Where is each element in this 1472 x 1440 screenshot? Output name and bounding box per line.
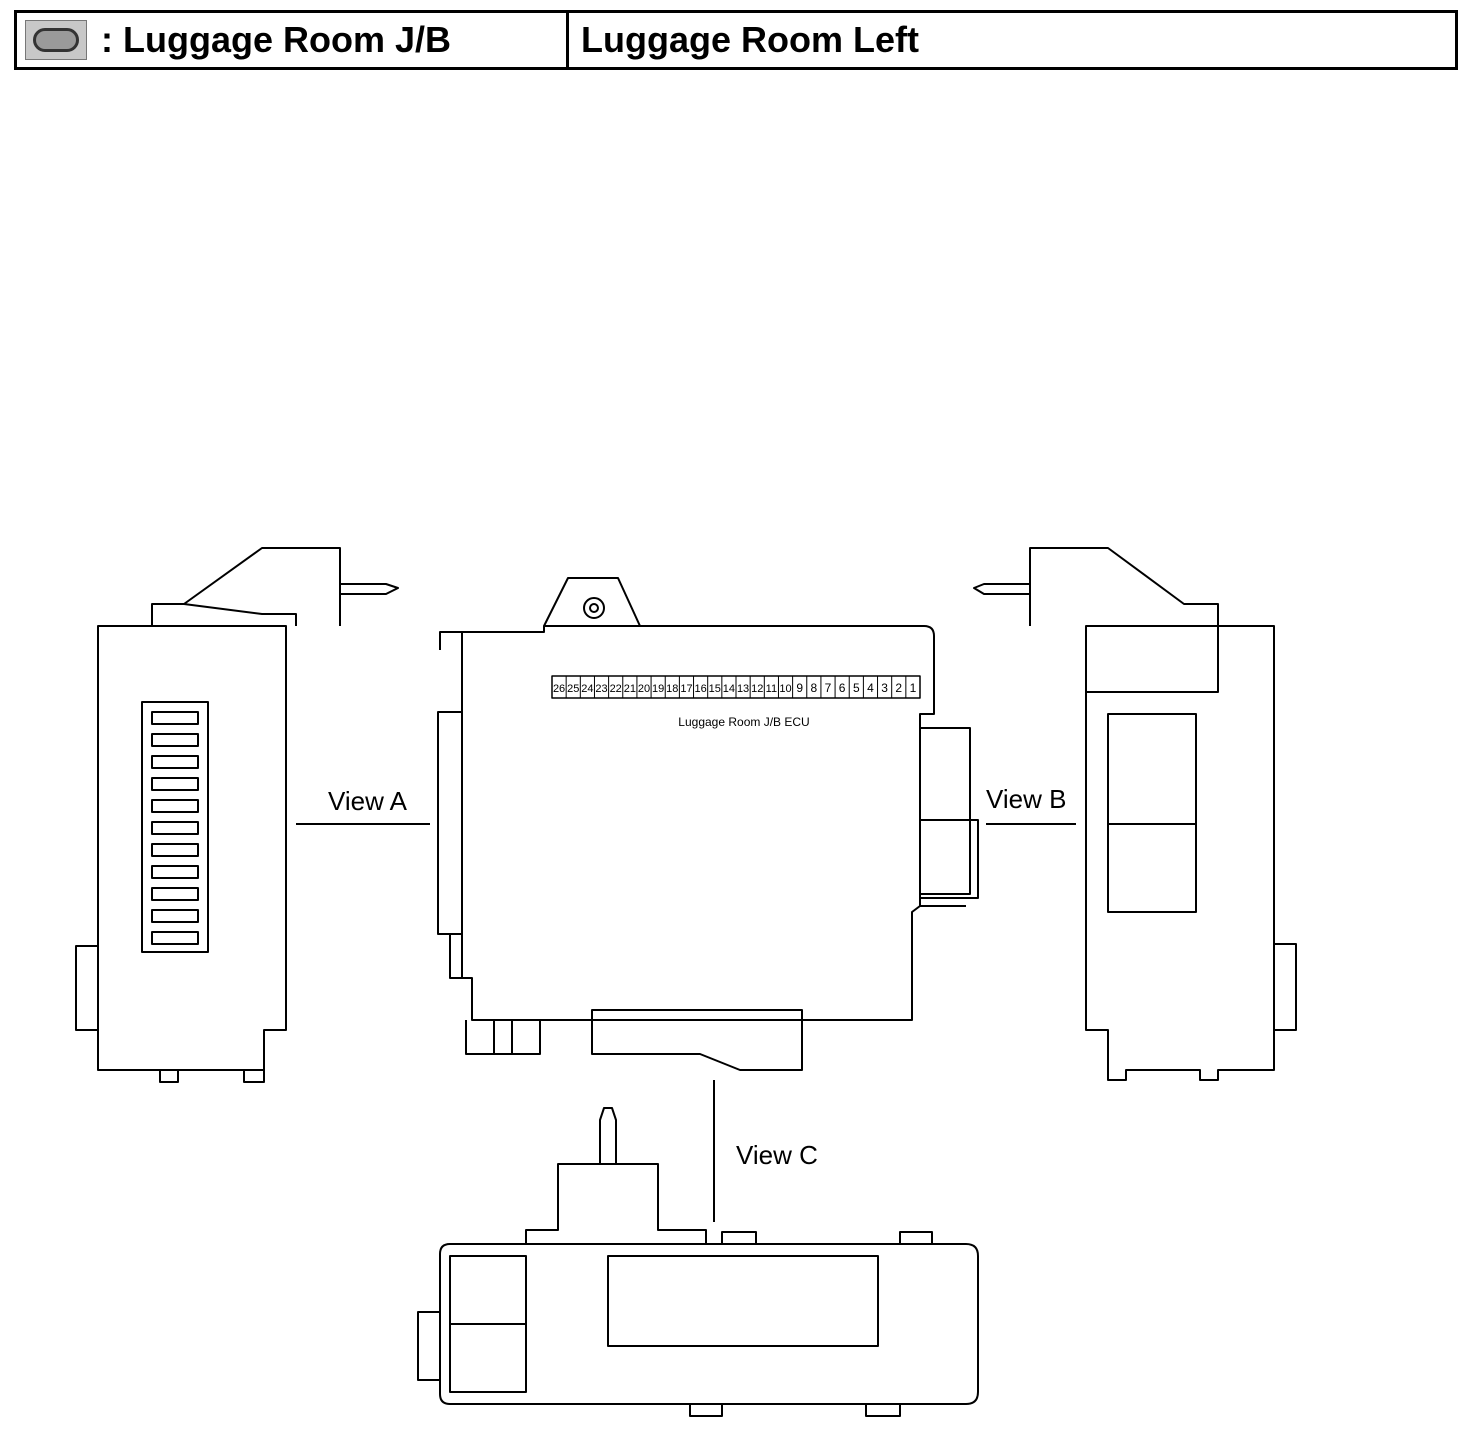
terminal-number: 23 [595,683,607,695]
terminal-number: 3 [881,681,888,695]
terminal-number: 9 [796,681,803,695]
component-cell: : Luggage Room J/B [17,13,569,67]
terminal-number: 14 [723,683,735,695]
terminal-number: 20 [638,683,650,695]
terminal-number: 11 [766,683,777,695]
diagram-header: : Luggage Room J/B Luggage Room Left [14,10,1458,70]
junction-block-icon [25,20,87,60]
view-c-label: View C [736,1140,818,1170]
terminal-number: 12 [751,683,763,695]
view-b-drawing [973,547,1297,1081]
terminal-number: 16 [694,683,706,695]
view-b-label: View B [986,784,1066,814]
view-a-drawing [75,547,399,1083]
terminal-number: 15 [709,683,721,695]
terminal-number: 10 [779,683,791,695]
ecu-label: Luggage Room J/B ECU [678,715,809,729]
terminal-number: 26 [553,683,565,695]
view-a-slots [151,711,199,945]
view-c-drawing [417,1107,979,1417]
terminal-number: 4 [867,681,874,695]
view-a-label: View A [328,786,408,816]
terminal-number: 8 [811,681,818,695]
terminal-number: 5 [853,681,860,695]
terminal-number: 13 [737,683,749,695]
terminal-number: 21 [624,683,636,695]
terminal-number: 17 [680,683,692,695]
component-label: : Luggage Room J/B [101,19,451,60]
location-label: Luggage Room Left [581,19,919,60]
terminal-number: 24 [581,683,593,695]
terminal-number: 1 [910,681,917,695]
terminal-number: 19 [652,683,664,695]
terminal-number: 22 [610,683,622,695]
terminal-number: 25 [567,683,579,695]
terminal-number: 7 [825,681,832,695]
terminal-number: 18 [666,683,678,695]
terminal-number: 2 [895,681,902,695]
terminal-number: 6 [839,681,846,695]
location-cell: Luggage Room Left [569,13,1455,67]
